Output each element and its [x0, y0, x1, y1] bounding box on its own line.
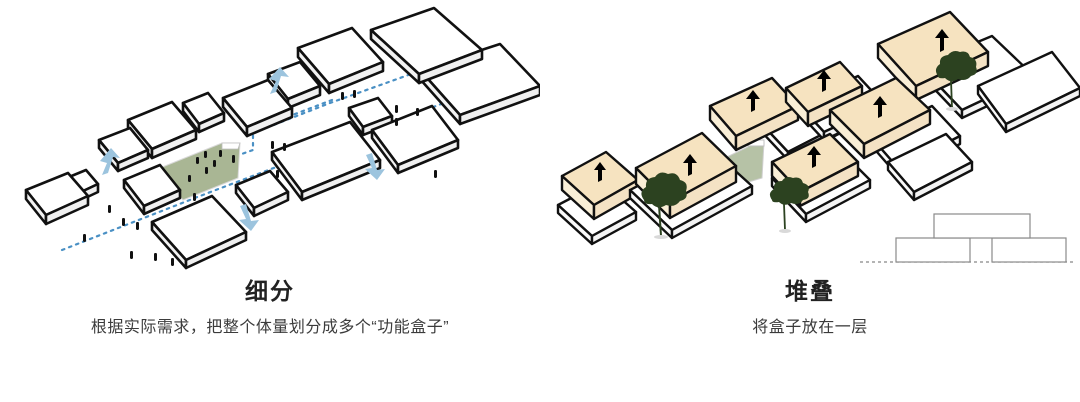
up-arrow-icon — [935, 29, 949, 52]
lower-left-block — [895, 237, 971, 263]
site-markers — [83, 90, 437, 266]
tree-icon — [641, 172, 687, 239]
up-arrow-icon — [746, 90, 760, 112]
massing-box — [122, 163, 182, 216]
stack-unit — [886, 132, 974, 202]
massing-box — [347, 96, 394, 137]
caption-title-stack: 堆叠 — [785, 278, 835, 304]
stack-diagram — [540, 0, 1080, 272]
lower-right-block — [991, 237, 1067, 263]
movement-arrow — [100, 148, 120, 175]
panel-stack: 堆叠 将盒子放在一层 — [540, 0, 1080, 402]
upper-spanning-block — [933, 213, 1031, 239]
massing-box — [150, 194, 248, 270]
section-key — [860, 213, 1076, 263]
panel-subdivide: 细分 根据实际需求，把整个体量划分成多个“功能盒子” — [0, 0, 540, 340]
massing-box — [369, 6, 484, 85]
caption-desc-subdivide: 根据实际需求，把整个体量划分成多个“功能盒子” — [90, 319, 450, 336]
caption-title-subdivide: 细分 — [245, 278, 295, 304]
circulation-path-branch — [234, 98, 334, 158]
massing-box — [234, 169, 290, 218]
up-arrow-icon — [817, 70, 831, 92]
up-arrow-icon — [594, 162, 606, 182]
caption-desc-stack: 将盒子放在一层 — [752, 319, 868, 336]
up-arrow-icon — [683, 154, 697, 176]
subdivide-diagram — [0, 0, 540, 272]
movement-arrow — [239, 204, 259, 231]
caption-stack: 堆叠 将盒子放在一层 — [540, 276, 1080, 340]
movement-arrow — [365, 153, 385, 180]
massing-box — [181, 91, 226, 134]
massing-box — [270, 120, 382, 202]
movement-arrow — [269, 67, 289, 94]
tree-icon — [935, 51, 977, 111]
massing-box — [24, 171, 90, 226]
caption-subdivide: 细分 根据实际需求，把整个体量划分成多个“功能盒子” — [0, 276, 540, 340]
stack-scene — [556, 10, 1080, 263]
stack-unit — [556, 150, 640, 246]
up-arrow-icon — [807, 146, 821, 168]
massing-box — [296, 26, 385, 95]
stack-unit — [976, 50, 1080, 134]
massing-box — [370, 104, 460, 175]
subdivide-scene — [24, 6, 540, 270]
tree-icon — [769, 177, 809, 233]
up-arrow-icon — [873, 96, 887, 118]
